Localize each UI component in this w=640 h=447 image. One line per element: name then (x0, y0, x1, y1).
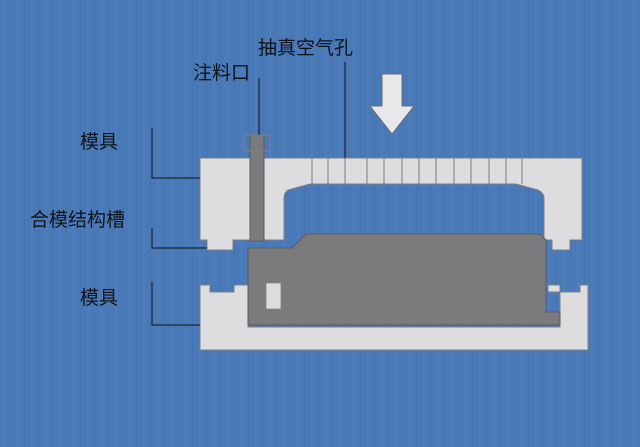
lower-mold (199, 284, 589, 351)
vacuum-holes (311, 158, 523, 184)
lower-mold-label: 模具 (80, 287, 118, 309)
vacuum-holes-label: 抽真空气孔 (258, 37, 353, 59)
upper-mold-label: 模具 (80, 131, 118, 153)
leader-lines (151, 62, 346, 326)
injection-port-label: 注料口 (193, 62, 250, 84)
molded-part (247, 233, 561, 326)
down-arrow-icon (368, 73, 416, 135)
injection-port-collar (243, 134, 271, 152)
upper-mold (199, 157, 583, 251)
part-inner-slot (265, 282, 282, 310)
clamping-groove-label: 合模结构槽 (30, 209, 125, 231)
